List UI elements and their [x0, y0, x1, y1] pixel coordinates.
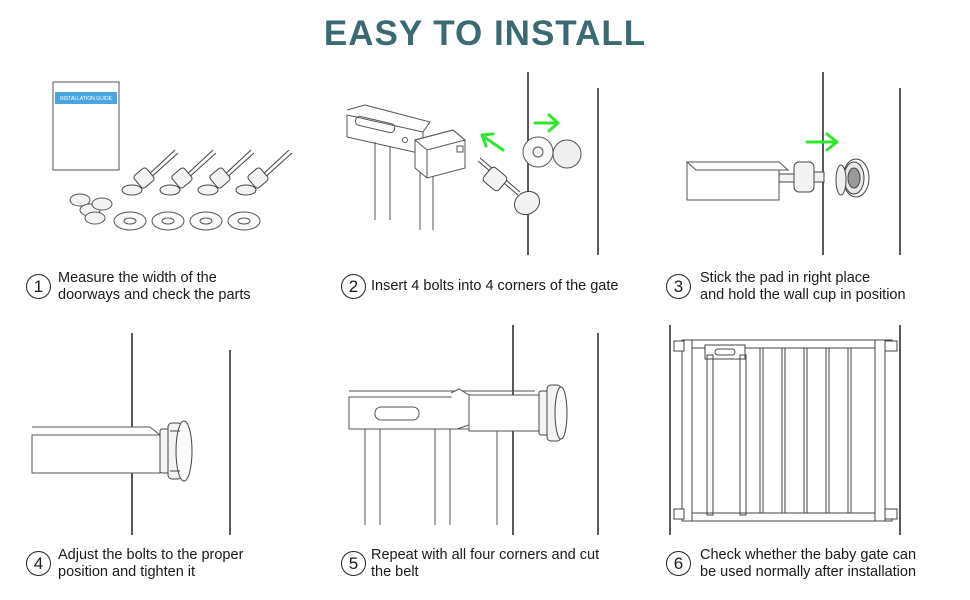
- step-number: 2: [341, 274, 366, 299]
- baby-gate: [673, 339, 898, 522]
- installation-guide-booklet: INSTALLATION GUIDE: [52, 81, 120, 171]
- step-number: 1: [26, 274, 51, 299]
- step-3-caption: 3 Stick the pad in right place and hold …: [660, 270, 960, 320]
- wall-cup: [835, 158, 870, 198]
- step-5-caption: 5 Repeat with all four corners and cut t…: [335, 545, 635, 595]
- wall-cup: [522, 136, 582, 169]
- step-number: 3: [666, 274, 691, 299]
- step-2-panel: 2 Insert 4 bolts into 4 corners of the g…: [335, 70, 635, 315]
- step-1-caption: 1 Measure the width of the doorways and …: [20, 270, 320, 320]
- step-5-illustration: [348, 325, 599, 535]
- guide-label: INSTALLATION GUIDE: [60, 96, 113, 102]
- step-5-panel: 5 Repeat with all four corners and cut t…: [335, 325, 635, 580]
- step-4-caption: 4 Adjust the bolts to the proper positio…: [20, 545, 320, 595]
- step-1-panel: INSTALLATION GUIDE: [20, 70, 320, 315]
- wall-cup: [538, 384, 568, 442]
- gate-frame: [346, 104, 467, 230]
- step-4-panel: 4 Adjust the bolts to the proper positio…: [20, 325, 320, 580]
- step-1-illustration: INSTALLATION GUIDE: [52, 81, 293, 231]
- arrow-icon: [805, 132, 839, 152]
- step-4-illustration: [31, 333, 231, 535]
- gate-rail: [31, 426, 162, 474]
- gate-rail: [685, 161, 790, 201]
- pad: [552, 139, 582, 169]
- step-number: 4: [26, 551, 51, 576]
- bolt: [477, 157, 541, 216]
- wall-cup: [159, 420, 193, 482]
- step-2-illustration: [346, 72, 599, 255]
- page-title: EASY TO INSTALL: [323, 14, 647, 53]
- step-text: Check whether the baby gate can be used …: [700, 547, 917, 580]
- step-number: 5: [341, 551, 366, 576]
- arrow-icon: [480, 113, 560, 152]
- gate-frame: [348, 388, 540, 525]
- bolt: [778, 161, 825, 193]
- wall-cups: [113, 211, 261, 231]
- step-6-panel: 6 Check whether the baby gate can be use…: [660, 325, 960, 580]
- step-text: Measure the width of the doorways and ch…: [58, 270, 251, 303]
- step-3-panel: 3 Stick the pad in right place and hold …: [660, 70, 960, 315]
- step-number: 6: [666, 551, 691, 576]
- step-2-caption: 2 Insert 4 bolts into 4 corners of the g…: [335, 270, 635, 320]
- step-text: Repeat with all four corners and cut the…: [371, 547, 600, 580]
- pads: [69, 193, 113, 225]
- step-6-illustration: [669, 325, 901, 535]
- step-text: Insert 4 bolts into 4 corners of the gat…: [371, 278, 619, 294]
- bolts: [121, 149, 293, 196]
- step-text: Adjust the bolts to the proper position …: [58, 547, 244, 580]
- step-6-caption: 6 Check whether the baby gate can be use…: [660, 545, 960, 595]
- pad: [835, 164, 847, 196]
- step-3-illustration: [685, 72, 901, 255]
- step-text: Stick the pad in right place and hold th…: [700, 270, 906, 303]
